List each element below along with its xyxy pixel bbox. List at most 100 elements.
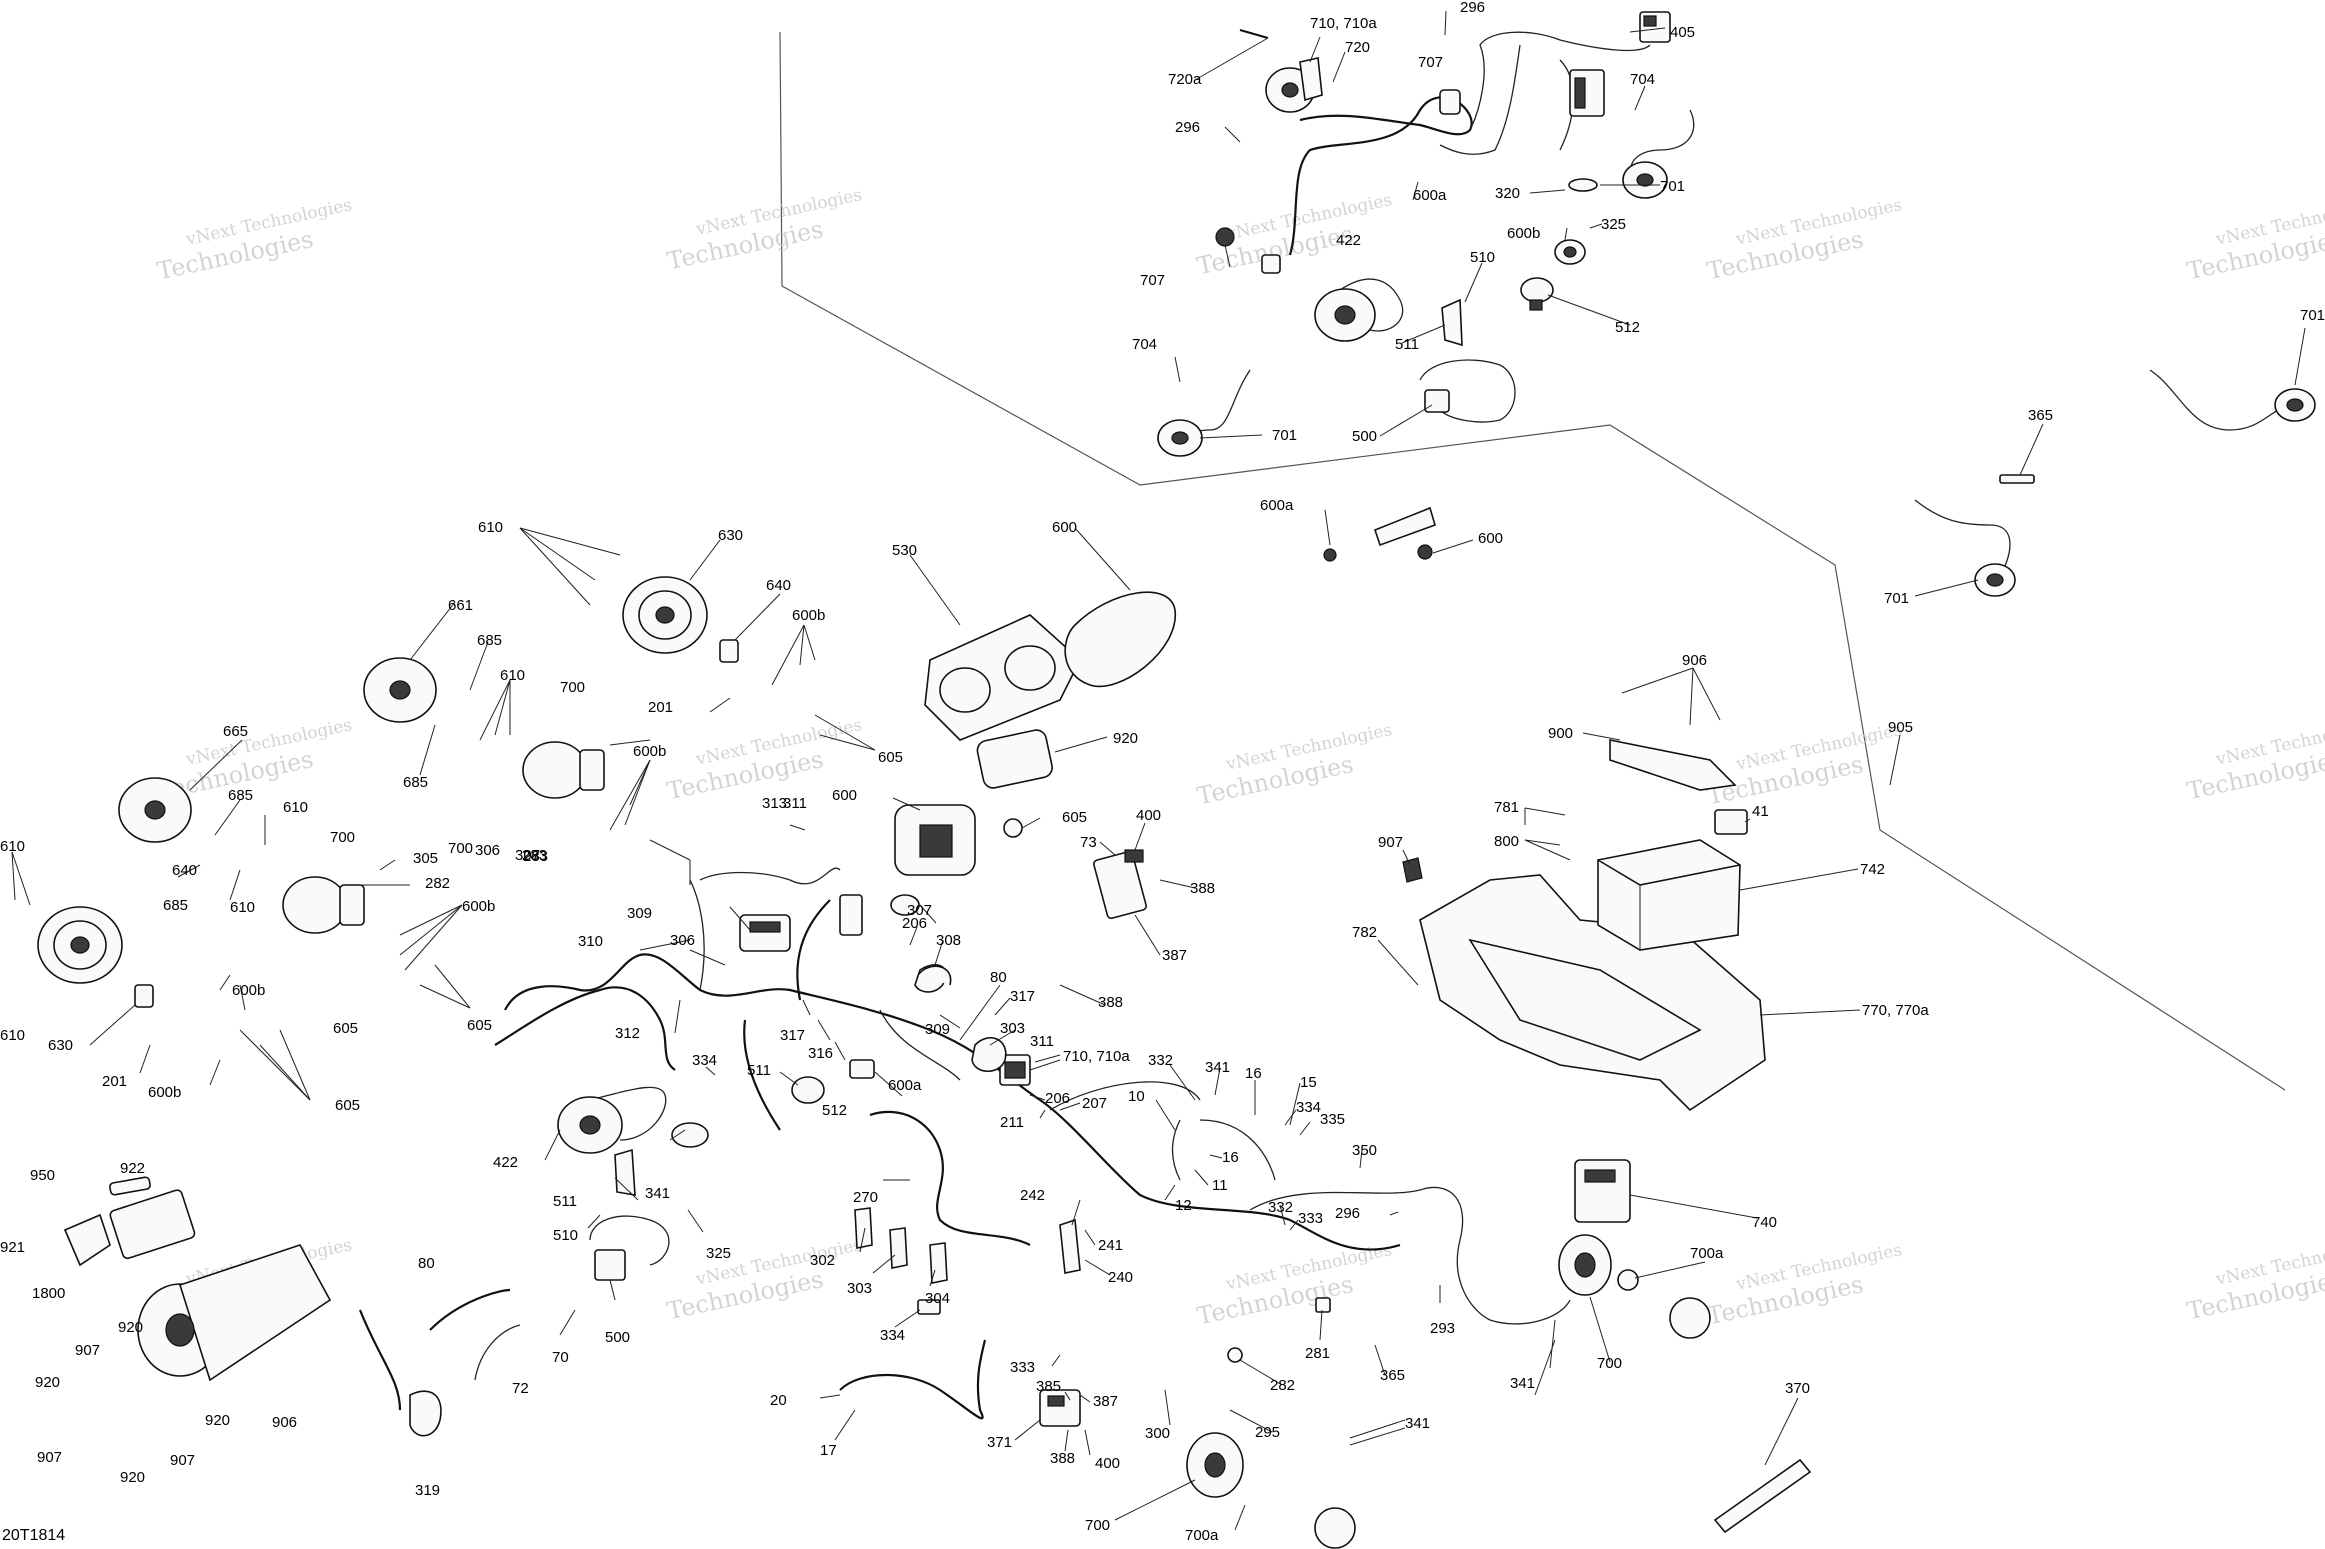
callout: 310 — [578, 933, 603, 950]
callout: 307 — [515, 847, 540, 864]
connector-308 — [739, 914, 791, 952]
callout: 907 — [1378, 834, 1403, 851]
callout: 295 — [1255, 1424, 1280, 1441]
callout: 630 — [48, 1037, 73, 1054]
callout: 270 — [853, 1189, 878, 1206]
callout: 920 — [120, 1469, 145, 1486]
watermark: vNext Technologies Technologies — [2185, 715, 2325, 805]
switch-630 — [1554, 239, 1586, 265]
callout: 80 — [418, 1255, 435, 1272]
callout: 332 — [1148, 1052, 1173, 1069]
callout: 740 — [1752, 1214, 1777, 1231]
callout: 510 — [553, 1227, 578, 1244]
relay-41 — [1714, 809, 1748, 835]
callout: 700 — [560, 679, 585, 696]
callout: 610 — [230, 899, 255, 916]
speaker-740-top — [1622, 109, 1695, 199]
callout: 316 — [808, 1045, 833, 1062]
module-800 — [1574, 1159, 1631, 1223]
callout: 335 — [1320, 1111, 1345, 1128]
callout: 334 — [1296, 1099, 1321, 1116]
bracket-920 — [1609, 739, 1737, 791]
callout: 600b — [148, 1084, 181, 1101]
callout: 630 — [718, 527, 743, 544]
callout: 333 — [1010, 1359, 1035, 1376]
watermarks: vNext Technologies Technologies vNext Te… — [155, 185, 2325, 1330]
callout: 600b — [633, 743, 666, 760]
callout: 20 — [770, 1392, 787, 1409]
callout: 600a — [888, 1077, 922, 1094]
callout: 906 — [1682, 652, 1707, 669]
callout: 41 — [1752, 803, 1769, 820]
callout: 400 — [1095, 1455, 1120, 1472]
callout: 700 — [448, 840, 473, 857]
cable-70 — [474, 1324, 521, 1381]
callout: 302 — [810, 1252, 835, 1269]
callout: 905 — [1888, 719, 1913, 736]
callout: 600 — [1052, 519, 1077, 536]
callout: 303 — [847, 1280, 872, 1297]
callout: 296 — [1460, 0, 1485, 16]
cap-720a-right — [1669, 1297, 1711, 1339]
callout: 80 — [990, 969, 1007, 986]
headlight-710-upper — [522, 741, 605, 799]
speaker-740-right — [2149, 369, 2316, 431]
callout: 661 — [448, 597, 473, 614]
part-drawings — [37, 11, 2316, 1549]
leader-lines — [11, 10, 2306, 1531]
callout: 303 — [1000, 1020, 1025, 1037]
callout: 371 — [987, 1434, 1012, 1451]
callout: 605 — [467, 1017, 492, 1034]
callout: 365 — [2028, 407, 2053, 424]
callout: 605 — [1062, 809, 1087, 826]
callout: 710, 710a — [1063, 1048, 1130, 1065]
module-block — [1569, 69, 1605, 117]
callout: 10 — [1128, 1088, 1145, 1105]
strap-388 — [1713, 1458, 1812, 1534]
callout: 665 — [223, 723, 248, 740]
callout: 16 — [1245, 1065, 1262, 1082]
callout: 387 — [1162, 947, 1187, 964]
callout: 1800 — [32, 1285, 65, 1302]
callout: 365 — [1380, 1367, 1405, 1384]
cable-320 — [1568, 178, 1598, 192]
callout: 685 — [228, 787, 253, 804]
callout: 282 — [1270, 1377, 1295, 1394]
callout: 707 — [1418, 54, 1443, 71]
callout: 685 — [477, 632, 502, 649]
callout: 300 — [1145, 1425, 1170, 1442]
strap-387 — [1999, 474, 2035, 484]
module-420 — [1093, 849, 1147, 920]
callout: 388 — [1190, 880, 1215, 897]
callout: 325 — [706, 1245, 731, 1262]
watermark: vNext Technologies Technologies — [665, 185, 864, 275]
callout: 500 — [605, 1329, 630, 1346]
callout: 605 — [878, 749, 903, 766]
callout: 600b — [462, 898, 495, 915]
callout: 16 — [1222, 1149, 1239, 1166]
connector-307 — [839, 894, 863, 936]
harness-270 — [869, 1110, 1031, 1246]
cap-720a-lower — [1314, 1507, 1356, 1549]
callout: 610 — [0, 1027, 25, 1044]
callout: 512 — [1615, 319, 1640, 336]
watermark: vNext Technologies Technologies — [665, 1235, 864, 1325]
callout: 600a — [1413, 187, 1447, 204]
callout: 341 — [1405, 1415, 1430, 1432]
callout: 700a — [1185, 1527, 1219, 1544]
watermark: vNext Technologies Technologies — [2185, 195, 2325, 285]
callout: 600b — [1507, 225, 1540, 242]
callout: 313 — [762, 795, 787, 812]
callout: 512 — [822, 1102, 847, 1119]
callout: 207 — [1082, 1095, 1107, 1112]
callout: 304 — [925, 1290, 950, 1307]
callout: 920 — [118, 1319, 143, 1336]
callout: 240 — [1108, 1269, 1133, 1286]
callout: 333 — [1298, 1210, 1323, 1227]
harness-510-top — [1419, 359, 1516, 423]
callout: 341 — [645, 1185, 670, 1202]
callout: 293 — [1430, 1320, 1455, 1337]
callout: 206 — [1045, 1090, 1070, 1107]
watermark: vNext Technologies Technologies — [2185, 1235, 2325, 1325]
